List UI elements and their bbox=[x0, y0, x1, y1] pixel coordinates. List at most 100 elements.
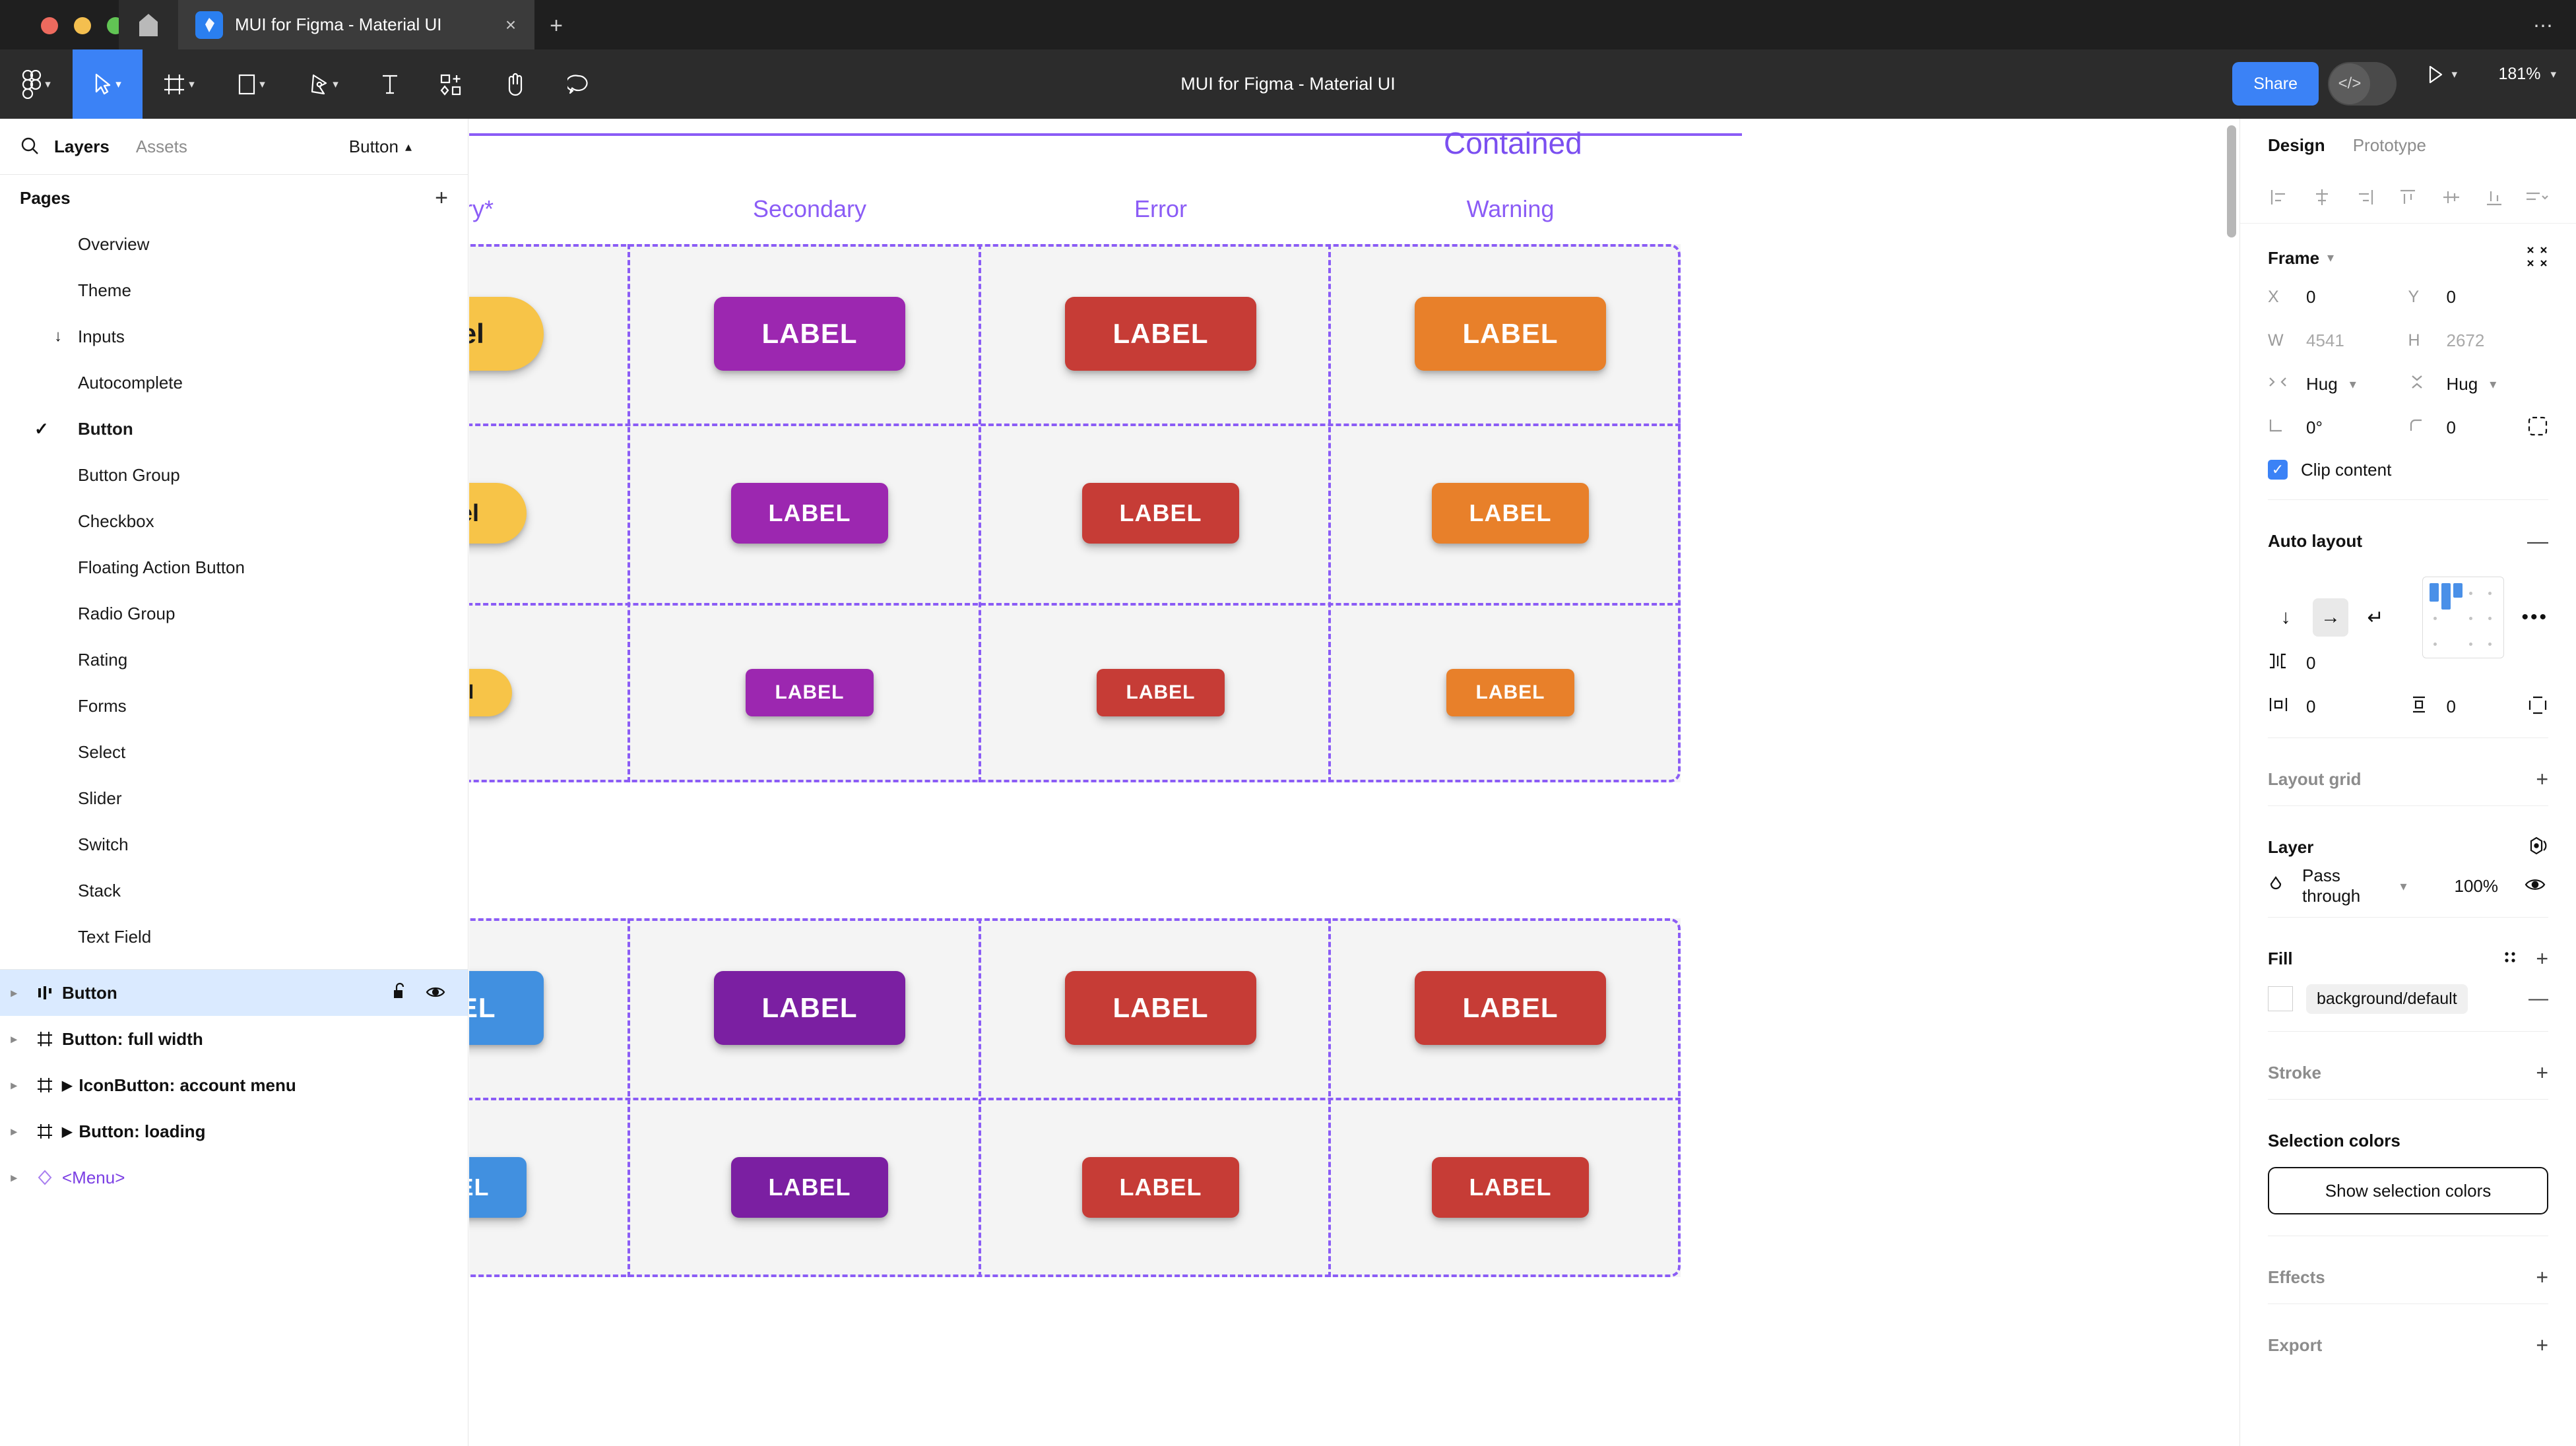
present-button[interactable]: ▾ bbox=[2427, 65, 2457, 84]
remove-auto-layout-button[interactable]: — bbox=[2527, 529, 2548, 553]
layer-visibility-eye-icon[interactable] bbox=[2525, 877, 2546, 895]
minimize-window-button[interactable] bbox=[74, 17, 91, 34]
page-item-text-field[interactable]: Text Field bbox=[0, 914, 468, 960]
tab-prototype[interactable]: Prototype bbox=[2352, 135, 2426, 155]
page-item-stack[interactable]: Stack bbox=[0, 867, 468, 914]
page-item-select[interactable]: Select bbox=[0, 729, 468, 775]
align-left-icon[interactable] bbox=[2257, 188, 2300, 206]
variant-button[interactable]: LABEL bbox=[469, 971, 544, 1045]
remove-fill-button[interactable]: — bbox=[2528, 988, 2548, 1009]
w-value[interactable]: 4541 bbox=[2306, 330, 2344, 350]
eye-icon[interactable] bbox=[426, 983, 445, 1003]
present-chevron-down-icon[interactable]: ▾ bbox=[2451, 68, 2457, 80]
page-item-inputs[interactable]: ↓Inputs bbox=[0, 313, 468, 360]
text-tool-icon[interactable] bbox=[360, 49, 420, 119]
add-layout-grid-button[interactable]: + bbox=[2536, 767, 2548, 791]
figma-menu-icon[interactable]: ▾ bbox=[0, 49, 73, 119]
x-value[interactable]: 0 bbox=[2306, 286, 2316, 307]
comment-tool-icon[interactable] bbox=[546, 49, 610, 119]
dev-mode-toggle[interactable]: </> bbox=[2328, 62, 2397, 106]
layer-row[interactable]: ▸▶Button: loading bbox=[0, 1108, 468, 1154]
fill-style-name[interactable]: background/default bbox=[2306, 984, 2468, 1014]
expand-arrow-icon[interactable]: ▸ bbox=[11, 1078, 17, 1092]
blend-mode-value[interactable]: Pass through bbox=[2302, 865, 2361, 906]
page-item-radio-group[interactable]: Radio Group bbox=[0, 590, 468, 637]
direction-vertical-icon[interactable]: ↓ bbox=[2280, 606, 2291, 628]
align-right-icon[interactable] bbox=[2344, 188, 2387, 206]
add-page-button[interactable]: + bbox=[435, 185, 448, 210]
independent-corners-icon[interactable] bbox=[2527, 416, 2548, 440]
design-canvas[interactable]: Contained Primary*SecondaryErrorWarningL… bbox=[469, 119, 2239, 1446]
variant-button[interactable]: LABEL bbox=[714, 971, 905, 1045]
variant-button[interactable]: LABEL bbox=[1415, 971, 1606, 1045]
page-item-autocomplete[interactable]: Autocomplete bbox=[0, 360, 468, 406]
hug-width-value[interactable]: Hug bbox=[2306, 373, 2338, 394]
hug-height-chevron-down-icon[interactable]: ▾ bbox=[2490, 377, 2497, 392]
fill-color-swatch[interactable] bbox=[2268, 986, 2293, 1011]
gap-value[interactable]: 0 bbox=[2306, 652, 2316, 673]
add-export-button[interactable]: + bbox=[2536, 1333, 2548, 1357]
tab-design[interactable]: Design bbox=[2268, 135, 2325, 155]
variant-button[interactable]: LABEL bbox=[731, 483, 888, 544]
move-tool-icon[interactable]: ▾ bbox=[73, 49, 143, 119]
expand-arrow-icon[interactable]: ▸ bbox=[11, 1124, 17, 1138]
layer-row[interactable]: ▸Button: full width bbox=[0, 1016, 468, 1062]
clip-content-row[interactable]: ✓ Clip content bbox=[2268, 449, 2548, 490]
layer-expand-triangle-icon[interactable]: ▶ bbox=[62, 1124, 73, 1139]
variant-button[interactable]: LABEL bbox=[1065, 297, 1256, 371]
corner-radius-value[interactable]: 0 bbox=[2446, 417, 2456, 437]
expand-arrow-icon[interactable]: ▸ bbox=[11, 1170, 17, 1184]
variant-button[interactable]: LABEL bbox=[1415, 297, 1606, 371]
variant-button[interactable]: Label bbox=[469, 669, 512, 716]
variant-button[interactable]: Label bbox=[469, 483, 527, 544]
layer-settings-icon[interactable] bbox=[2527, 836, 2548, 859]
hug-height-value[interactable]: Hug bbox=[2446, 373, 2478, 394]
variant-button[interactable]: LABEL bbox=[1082, 483, 1239, 544]
page-item-checkbox[interactable]: Checkbox bbox=[0, 498, 468, 544]
zoom-chevron-down-icon[interactable]: ▾ bbox=[2550, 67, 2556, 80]
align-top-icon[interactable] bbox=[2387, 188, 2430, 206]
pen-tool-icon[interactable]: ▾ bbox=[288, 49, 360, 119]
page-selector[interactable]: Button ▴ bbox=[349, 119, 412, 174]
layer-row[interactable]: ▸<Menu> bbox=[0, 1154, 468, 1201]
hand-tool-icon[interactable] bbox=[483, 49, 546, 119]
direction-wrap-icon[interactable]: ↵ bbox=[2367, 606, 2384, 629]
home-button[interactable] bbox=[119, 0, 178, 49]
variant-button[interactable]: Label bbox=[469, 297, 544, 371]
add-stroke-button[interactable]: + bbox=[2536, 1061, 2548, 1084]
variant-button[interactable]: LABEL bbox=[469, 1157, 527, 1218]
layer-row[interactable]: ▸Button bbox=[0, 970, 468, 1016]
new-tab-button[interactable]: + bbox=[550, 13, 563, 38]
frame-tool-icon[interactable]: ▾ bbox=[143, 49, 215, 119]
variant-button[interactable]: LABEL bbox=[731, 1157, 888, 1218]
close-tab-icon[interactable]: × bbox=[505, 14, 517, 35]
page-item-button-group[interactable]: Button Group bbox=[0, 452, 468, 498]
variant-button[interactable]: LABEL bbox=[1065, 971, 1256, 1045]
tab-assets[interactable]: Assets bbox=[135, 136, 187, 156]
page-item-floating-action-button[interactable]: Floating Action Button bbox=[0, 544, 468, 590]
page-item-slider[interactable]: Slider bbox=[0, 775, 468, 821]
tab-layers[interactable]: Layers bbox=[54, 136, 110, 156]
variant-button[interactable]: LABEL bbox=[1082, 1157, 1239, 1218]
page-item-button[interactable]: ✓Button bbox=[0, 406, 468, 452]
align-horizontal-center-icon[interactable] bbox=[2300, 188, 2343, 206]
canvas-scrollbar[interactable] bbox=[2227, 125, 2236, 237]
variant-button[interactable]: LABEL bbox=[1446, 669, 1574, 716]
resources-tool-icon[interactable] bbox=[420, 49, 483, 119]
direction-horizontal-icon[interactable]: → bbox=[2313, 598, 2348, 637]
page-item-theme[interactable]: Theme bbox=[0, 267, 468, 313]
variant-button[interactable]: LABEL bbox=[1097, 669, 1225, 716]
chevron-down-icon[interactable]: ↓ bbox=[54, 327, 62, 345]
expand-arrow-icon[interactable]: ▸ bbox=[11, 986, 17, 999]
variant-button[interactable]: LABEL bbox=[1432, 1157, 1589, 1218]
search-icon[interactable] bbox=[20, 136, 40, 159]
layer-row[interactable]: ▸▶IconButton: account menu bbox=[0, 1062, 468, 1108]
individual-padding-icon[interactable] bbox=[2527, 695, 2548, 718]
shape-tool-icon[interactable]: ▾ bbox=[215, 49, 288, 119]
unlock-icon[interactable] bbox=[393, 982, 407, 1004]
show-selection-colors-button[interactable]: Show selection colors bbox=[2268, 1167, 2548, 1214]
clip-content-checkbox[interactable]: ✓ bbox=[2268, 460, 2288, 480]
blend-mode-chevron-down-icon[interactable]: ▾ bbox=[2400, 879, 2407, 894]
layer-expand-triangle-icon[interactable]: ▶ bbox=[62, 1078, 73, 1093]
zoom-control[interactable]: 181% ▾ bbox=[2499, 65, 2557, 84]
